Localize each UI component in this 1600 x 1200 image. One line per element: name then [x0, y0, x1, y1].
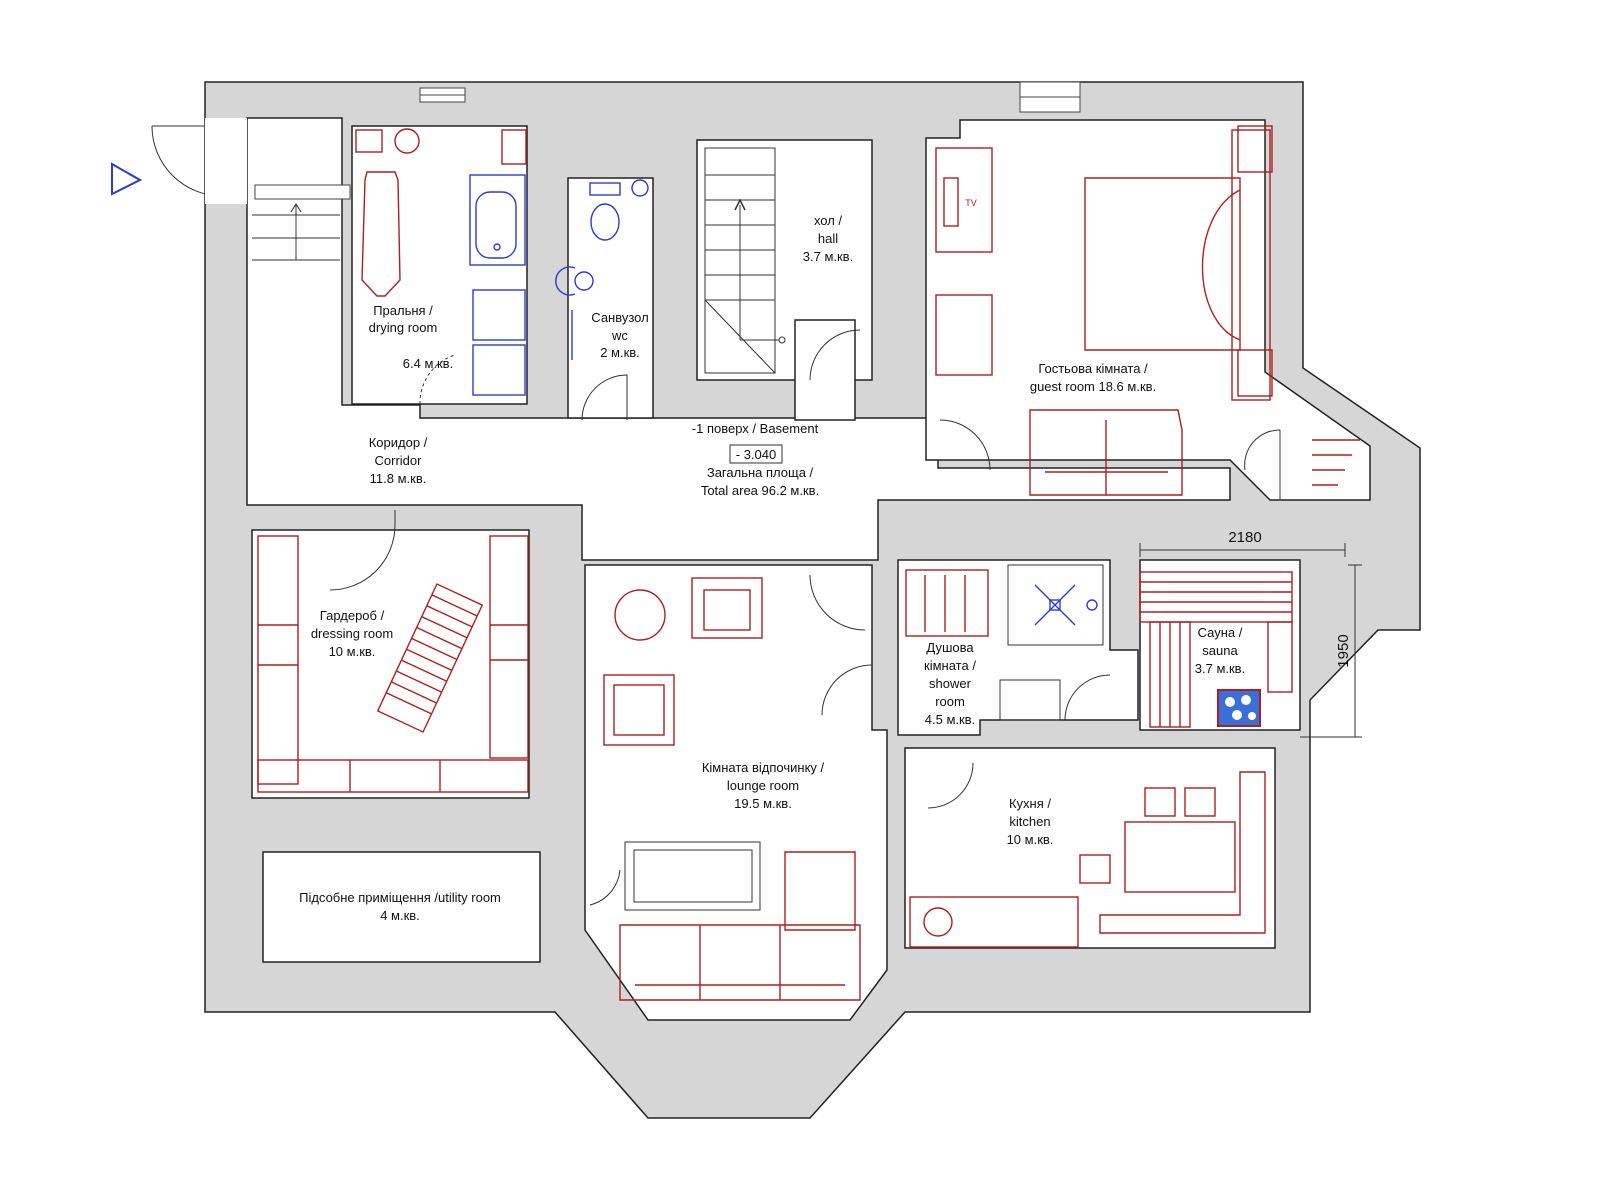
total-area-label-2: Total area 96.2 м.кв.: [701, 483, 819, 498]
sauna-label-3: 3.7 м.кв.: [1195, 661, 1245, 676]
dryer-icon: [472, 344, 526, 396]
tv-label: TV: [965, 198, 977, 208]
lounge-label-3: 19.5 м.кв.: [734, 796, 792, 811]
level-title: -1 поверх / Basement: [692, 421, 819, 436]
wc-fixtures: [555, 179, 649, 421]
kitchen-label-1: Кухня /: [1009, 796, 1051, 811]
corridor-label-1: Коридор /: [369, 435, 428, 450]
dressing-room: [251, 529, 530, 799]
level-mark-box: [729, 444, 783, 464]
sofa-chaise: [784, 851, 856, 931]
hall-label-2: hall: [818, 231, 838, 246]
sauna-heater-icon: [1217, 689, 1261, 727]
guest-furniture: TV: [935, 125, 1360, 500]
armchair: [691, 577, 763, 639]
shower-label-3: shower: [929, 676, 972, 691]
utility-label-2: 4 м.кв.: [380, 908, 420, 923]
kitchen-sink-icon: [923, 907, 953, 937]
entrance-arrow-icon: [111, 162, 143, 196]
sauna-label-2: sauna: [1202, 643, 1238, 658]
kitchen-label-3: 10 м.кв.: [1007, 832, 1054, 847]
dressing-furniture: [257, 510, 529, 793]
guest-room: [925, 119, 1371, 501]
kitchen-label-2: kitchen: [1009, 814, 1050, 829]
guest-label-2: guest room 18.6 м.кв.: [1030, 379, 1156, 394]
labels: Пральня / drying room 6.4 м.кв. Санвузол…: [299, 213, 1245, 923]
sink-icon: [555, 266, 576, 296]
laundry-label-2: drying room: [369, 320, 438, 335]
washing-machine-icon: [472, 289, 526, 341]
dressing-label-3: 10 м.кв.: [329, 644, 376, 659]
stairs: [704, 147, 861, 381]
wc-label-2: wc: [611, 328, 628, 343]
kitchen-counter: [1099, 771, 1266, 934]
corridor-label-3: 11.8 м.кв.: [370, 471, 427, 486]
sauna-label-1: Сауна /: [1198, 625, 1243, 640]
kitchen-fixtures: [909, 762, 1266, 948]
lounge-label-2: lounge room: [727, 778, 799, 793]
total-area-label-1: Загальна площа /: [707, 465, 814, 480]
entrance-opening: [205, 118, 247, 204]
wardrobe: [935, 294, 993, 376]
wc-label-3: 2 м.кв.: [600, 345, 640, 360]
sauna-fixtures: [1139, 571, 1293, 728]
shower-label-4: room: [935, 694, 965, 709]
shower-label-5: 4.5 м.кв.: [925, 712, 975, 727]
laundry-label-3: 6.4 м.кв.: [403, 356, 453, 371]
laundry-sink-icon: [469, 174, 526, 266]
guest-sofa: [1029, 409, 1183, 496]
double-bed: [1084, 177, 1241, 351]
round-table: [614, 589, 666, 641]
dressing-label-1: Гардероб /: [320, 608, 385, 623]
windows: [254, 81, 1081, 200]
armchair: [603, 674, 675, 746]
ironing-board: [361, 171, 401, 297]
shower-room: [897, 559, 1139, 736]
dressing-label-2: dressing room: [311, 626, 393, 641]
toilet-icon: [590, 203, 620, 241]
laundry-label-1: Пральня /: [373, 303, 433, 318]
shower-fixtures: [821, 564, 1111, 721]
hall-lower: [794, 319, 856, 421]
shower-label-1: Душова: [926, 640, 974, 655]
guest-label-1: Гостьова кімната /: [1038, 361, 1148, 376]
utility-room: [262, 851, 541, 963]
lounge-label-1: Кімната відпочинку /: [702, 760, 825, 775]
corridor-label-2: Corridor: [375, 453, 423, 468]
window: [254, 184, 351, 200]
lounge-room: [584, 564, 888, 1021]
wc-room: [567, 177, 654, 419]
dimension-depth: 1950: [1335, 634, 1352, 667]
level-mark: - 3.040: [736, 447, 776, 462]
wc-label-1: Санвузол: [591, 310, 648, 325]
kitchen-island: [1124, 821, 1236, 893]
hall-label-1: хол /: [814, 213, 842, 228]
corridor-area: [246, 117, 1231, 561]
dimension-lines: 2180 1950: [1139, 529, 1362, 738]
shower-label-2: кімната /: [924, 658, 976, 673]
tv-unit: [935, 147, 993, 253]
utility-label-1: Підсобне приміщення /utility room: [299, 890, 501, 905]
lounge-furniture: [589, 574, 866, 1001]
kitchen-room: [904, 747, 1276, 949]
bench: [999, 679, 1061, 721]
entrance: [111, 118, 340, 261]
hall-label-3: 3.7 м.кв.: [803, 249, 853, 264]
dressing-bench: [376, 583, 484, 733]
entry-steps: [252, 203, 340, 261]
dimension-width: 2180: [1228, 529, 1261, 546]
shower-drain-icon: [1034, 584, 1076, 626]
coffee-table: [624, 841, 761, 911]
laundry-fixtures: [355, 128, 527, 405]
